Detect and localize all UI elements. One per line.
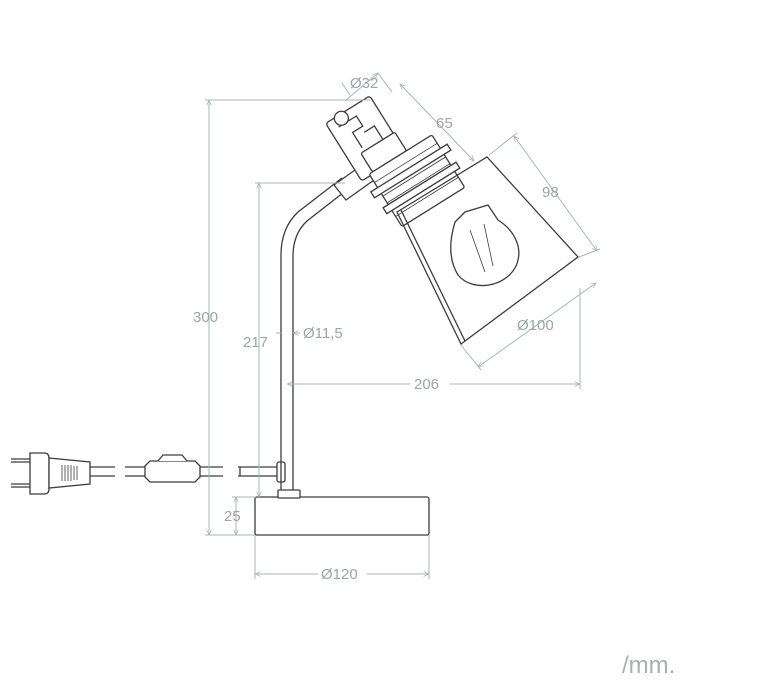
power-plug-icon [11,452,91,495]
dim-total-height-label: 300 [193,309,218,326]
dim-shade-length-label: 98 [542,184,559,201]
dim-base-diameter-label: Ø120 [321,566,358,583]
inline-switch-icon [144,454,201,483]
dim-shade-diameter-label: Ø100 [517,317,554,334]
lamp-socket [326,96,465,227]
dim-socket-length-label: 65 [436,115,453,132]
light-bulb [450,204,520,287]
unit-label: /mm. [622,652,675,679]
dim-base-height-label: 25 [224,508,241,525]
dim-shade-diameter-line [460,283,596,371]
dim-socket-length-line [400,84,474,161]
dim-socket-diameter-label: Ø32 [350,75,378,92]
dim-stem-height-label: 217 [243,334,268,351]
dim-total-height-line [205,100,370,535]
dim-shade-length-line [488,132,601,258]
dim-stem-height-line [255,183,345,497]
dim-base-height-line [232,497,256,535]
dim-socket-diameter-line [341,73,393,102]
dim-stem-diameter-label: Ø11,5 [303,325,343,342]
lamp-shade [396,156,579,345]
dim-reach-label: 206 [414,376,439,393]
dim-base-diameter-line [255,535,429,579]
lamp-base [254,461,430,536]
